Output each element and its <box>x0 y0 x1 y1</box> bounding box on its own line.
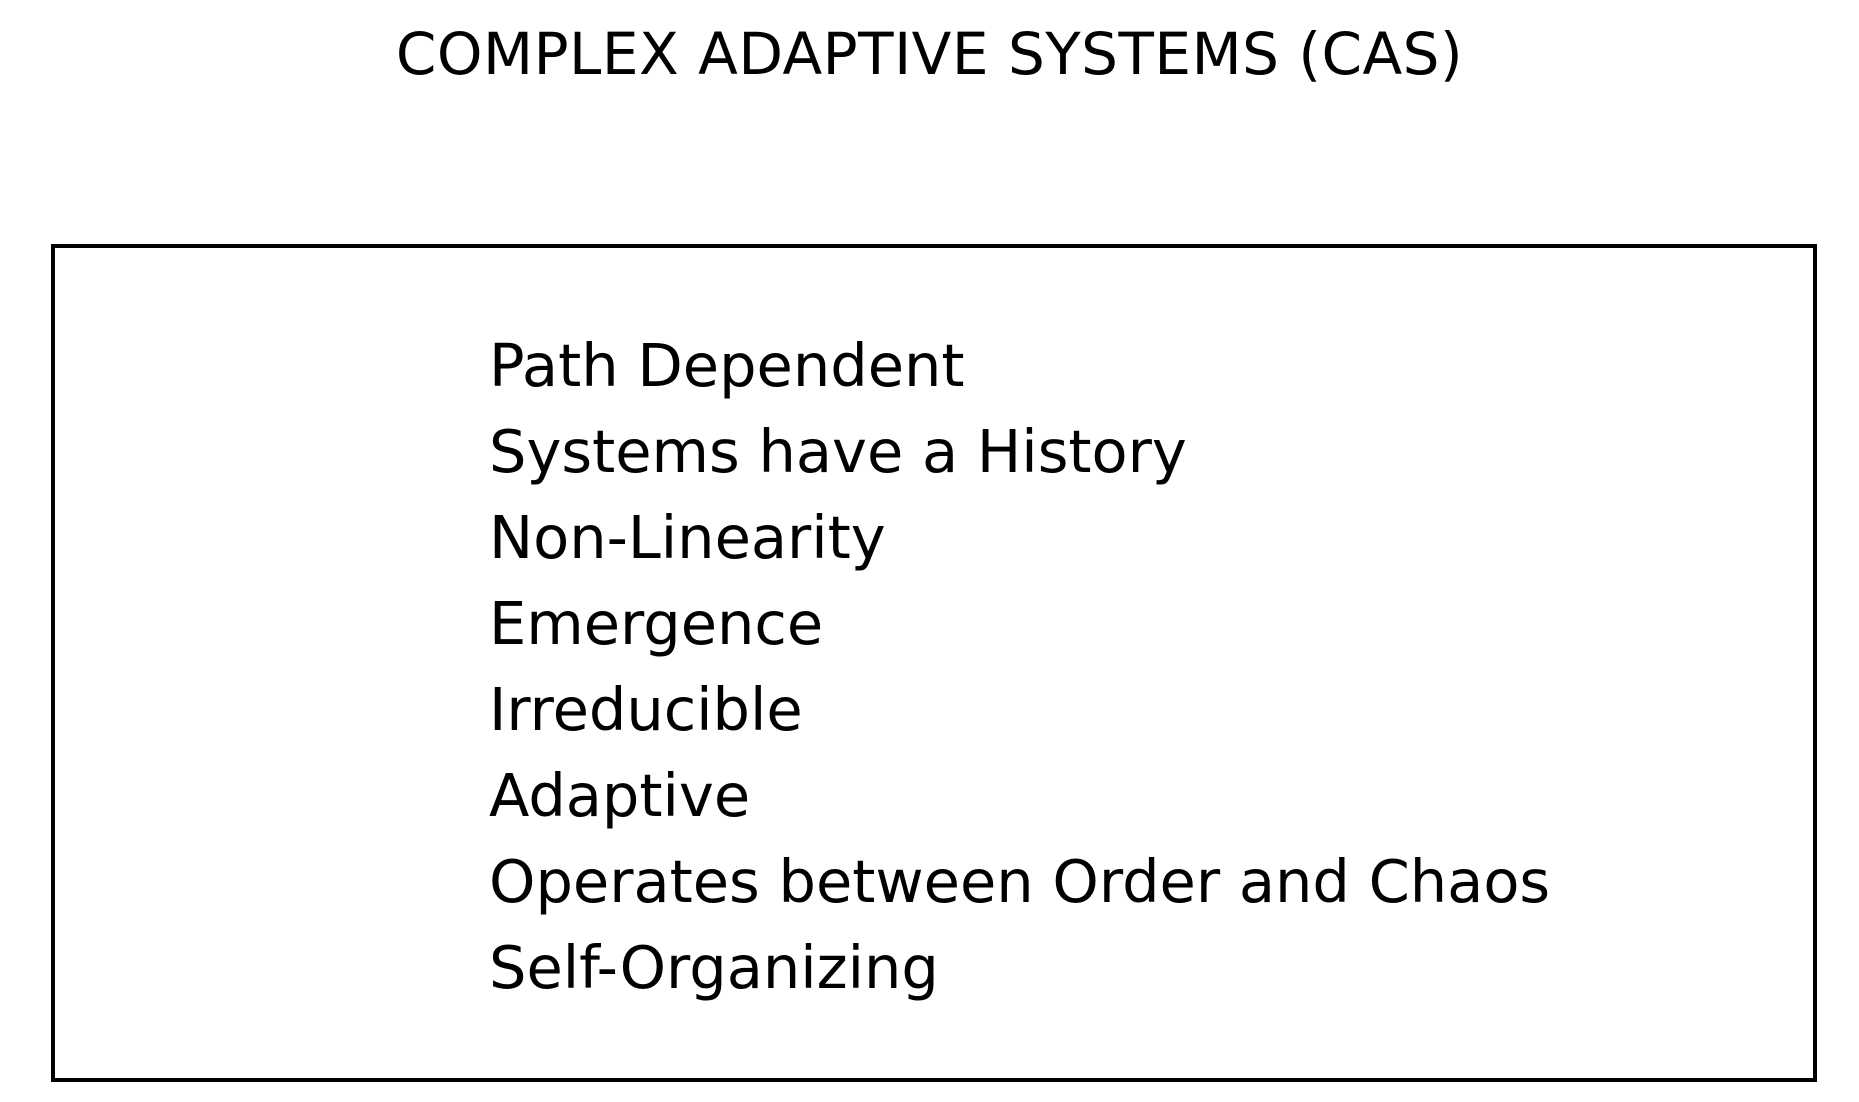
characteristic-item: Path Dependent <box>489 331 965 400</box>
characteristics-list: Path Dependent Systems have a History No… <box>489 323 1550 1011</box>
characteristic-item: Systems have a History <box>489 417 1187 486</box>
characteristic-item: Emergence <box>489 589 824 658</box>
characteristic-item: Adaptive <box>489 761 751 830</box>
characteristics-box: Path Dependent Systems have a History No… <box>51 244 1817 1082</box>
characteristic-item: Operates between Order and Chaos <box>489 847 1551 916</box>
characteristic-item: Self-Organizing <box>489 933 939 1002</box>
characteristic-item: Irreducible <box>489 675 803 744</box>
characteristic-item: Non-Linearity <box>489 503 886 572</box>
diagram-title: COMPLEX ADAPTIVE SYSTEMS (CAS) <box>395 20 1464 88</box>
